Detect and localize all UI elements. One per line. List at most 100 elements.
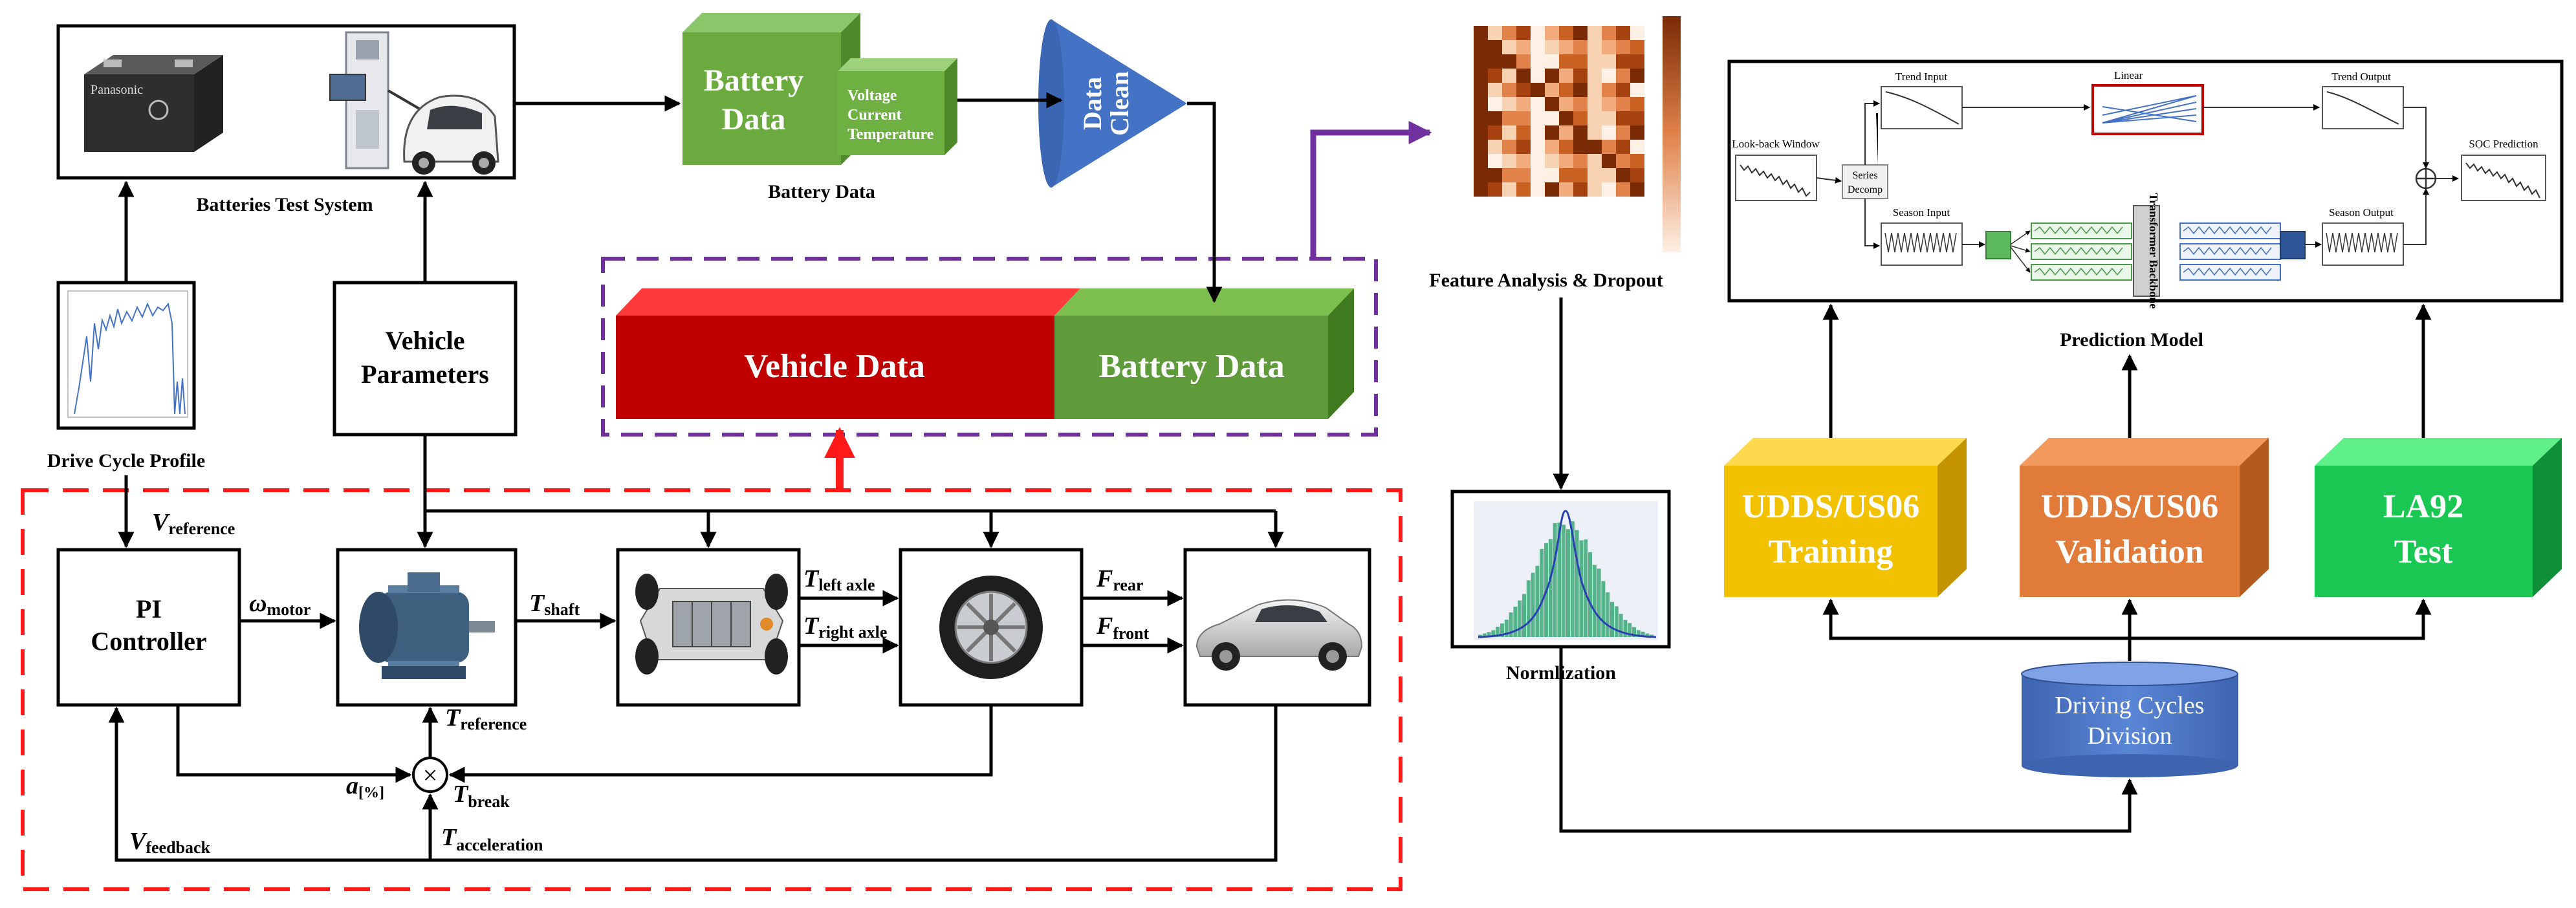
heatmap-cell (1474, 69, 1488, 83)
feature-analysis-caption: Feature Analysis & Dropout (1429, 270, 1663, 291)
histogram-bar (1482, 633, 1487, 637)
heatmap-cell (1602, 111, 1616, 125)
heatmap-cell (1488, 26, 1502, 40)
trend-input-label: Trend Input (1895, 70, 1947, 83)
battery-data-current: Current (847, 107, 902, 124)
validation-line-1: UDDS/US06 (2041, 488, 2219, 525)
test-line-1: LA92 (2383, 488, 2463, 525)
connectors (108, 92, 2432, 862)
heatmap-cell (1602, 154, 1616, 168)
heatmap-cell (1502, 168, 1516, 182)
heatmap-cell (1630, 69, 1644, 83)
heatmap-cell (1588, 111, 1602, 125)
heatmap-cell (1531, 140, 1545, 154)
histogram-bar (1636, 630, 1641, 637)
heatmap-cell (1545, 168, 1559, 182)
battery-data-voltage: Voltage (847, 87, 897, 104)
heatmap-cell (1588, 97, 1602, 111)
heatmap-cell (1588, 54, 1602, 69)
heatmap-cell (1616, 83, 1630, 97)
heatmap-cell (1588, 69, 1602, 83)
soc-prediction-label: SOC Prediction (2469, 138, 2538, 150)
normalization-histogram (1478, 521, 1654, 637)
test-line-2: Test (2394, 534, 2453, 570)
heatmap-cell (1474, 54, 1488, 69)
heatmap-cell (1602, 26, 1616, 40)
heatmap-cell (1559, 54, 1573, 69)
heatmap-cell (1630, 125, 1644, 140)
heatmap-cell (1588, 140, 1602, 154)
battery-data-title-1: Battery (704, 63, 804, 98)
heatmap-cell (1573, 83, 1588, 97)
heatmap-cell (1588, 83, 1602, 97)
heatmap-cell (1488, 182, 1502, 197)
heatmap-cell (1488, 125, 1502, 140)
tire-icon (939, 576, 1043, 679)
training-cube: UDDS/US06 Training (1724, 438, 1967, 597)
heatmap-cell (1559, 40, 1573, 54)
drive-cycle-caption: Drive Cycle Profile (47, 450, 205, 471)
combined-data-block: Vehicle Data Battery Data (601, 257, 1378, 437)
heatmap-cell (1502, 83, 1516, 97)
heatmap-cell (1573, 111, 1588, 125)
driving-cycles-division: Driving Cycles Division (2021, 662, 2238, 777)
histogram-bar (1570, 521, 1575, 637)
heatmap-cell (1531, 168, 1545, 182)
heatmap-cell (1573, 54, 1588, 69)
sedan-icon (1195, 599, 1363, 671)
ev-chassis-icon (635, 574, 788, 675)
series-decomp-line-1: Series (1852, 170, 1877, 181)
histogram-bar (1628, 623, 1632, 637)
season-output-label: Season Output (2329, 206, 2394, 219)
battery-data-title-2: Data (722, 102, 786, 136)
heatmap-cell (1559, 154, 1573, 168)
heatmap-cell (1616, 125, 1630, 140)
feature-analysis: Feature Analysis & Dropout (1429, 16, 1681, 291)
v-reference-label: Vreference (152, 509, 235, 538)
heatmap-cell (1531, 83, 1545, 97)
season-projection-block (2280, 231, 2306, 259)
heatmap-cell (1630, 111, 1644, 125)
heatmap-cell (1545, 154, 1559, 168)
histogram-bar (1535, 565, 1540, 637)
heatmap-cell (1602, 40, 1616, 54)
prediction-model-caption: Prediction Model (2060, 329, 2203, 351)
heatmap-cell (1588, 182, 1602, 197)
heatmap-cell (1602, 182, 1616, 197)
heatmap-cell (1630, 154, 1644, 168)
histogram-bar (1610, 601, 1614, 637)
histogram-bar (1597, 568, 1601, 637)
heatmap-cell (1488, 40, 1502, 54)
heatmap-cell (1616, 54, 1630, 69)
histogram-bar (1645, 633, 1650, 637)
heatmap-cell (1545, 97, 1559, 111)
heatmap-cell (1559, 125, 1573, 140)
heatmap-cell (1474, 40, 1488, 54)
season-input-label: Season Input (1893, 206, 1950, 219)
batteries-test-system: Panasonic Batteries Test System (56, 24, 516, 215)
heatmap-cell (1630, 40, 1644, 54)
heatmap-cell (1488, 168, 1502, 182)
heatmap-cell (1488, 140, 1502, 154)
heatmap-cell (1474, 182, 1488, 197)
heatmap-cell (1616, 40, 1630, 54)
heatmap-cell (1516, 26, 1531, 40)
vehicle-parameters-box (333, 281, 518, 437)
heatmap-cell (1502, 125, 1516, 140)
heatmap-cell (1573, 69, 1588, 83)
electric-motor-icon (359, 572, 495, 679)
heatmap-cell (1474, 168, 1488, 182)
season-token-stack-left (2031, 222, 2132, 281)
heatmap-cell (1616, 182, 1630, 197)
heatmap-cell (1573, 125, 1588, 140)
heatmap-cell (1531, 40, 1545, 54)
histogram-bar (1592, 565, 1597, 637)
validation-line-2: Validation (2055, 534, 2203, 570)
heatmap-cell (1516, 97, 1531, 111)
heatmap-cell (1531, 69, 1545, 83)
battery-data-segment (1054, 316, 1328, 419)
heatmap-cell (1502, 54, 1516, 69)
heatmap-cell (1488, 154, 1502, 168)
drive-cycle-profile: Drive Cycle Profile (47, 281, 205, 471)
